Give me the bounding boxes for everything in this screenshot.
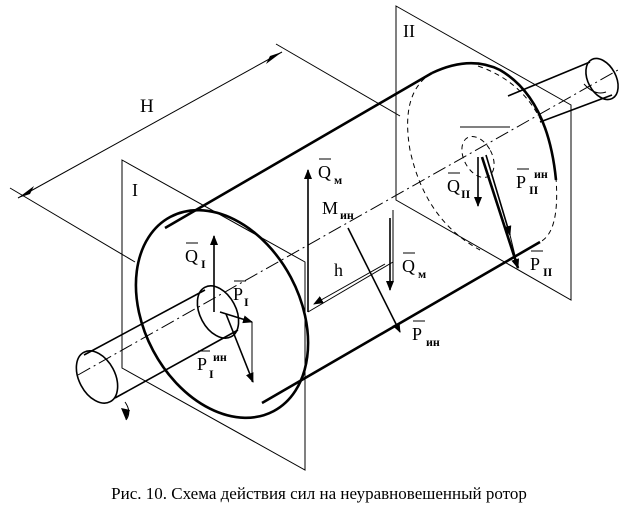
rotation-axis bbox=[77, 69, 619, 376]
label-p-2-in-sub: II bbox=[529, 183, 539, 197]
label-q-1-sub: I bbox=[201, 257, 206, 271]
p-2-in-arrow bbox=[480, 156, 520, 269]
p-1-in-arrow bbox=[225, 313, 254, 383]
extension-line-left bbox=[9, 187, 136, 263]
section-line-bottom bbox=[307, 261, 394, 313]
p-1-arrow bbox=[219, 311, 253, 324]
label-p-in: P bbox=[412, 324, 422, 344]
label-plane-2: II bbox=[403, 21, 415, 41]
label-m-in: M bbox=[322, 198, 338, 218]
label-plane-1: I bbox=[132, 180, 138, 200]
label-h-big: H bbox=[140, 96, 154, 117]
extension-line-right bbox=[275, 43, 401, 117]
plane-2 bbox=[395, 5, 572, 301]
label-q-2-sub: II bbox=[461, 187, 471, 201]
label-p-1-in-sub: I bbox=[209, 367, 214, 381]
label-p-2-in-sup: ин bbox=[534, 167, 548, 181]
dimension-line-h bbox=[17, 51, 283, 199]
shaft-hole-left bbox=[196, 285, 240, 339]
label-h: h bbox=[334, 260, 343, 280]
label-q-m-top: Q bbox=[318, 162, 331, 182]
p-2-arrow bbox=[485, 154, 512, 236]
label-p-2-sub: II bbox=[543, 265, 553, 279]
label-p-in-sub: ин bbox=[426, 335, 440, 349]
label-q-m-bottom: Q bbox=[402, 256, 415, 276]
label-q-1: Q bbox=[185, 246, 198, 266]
label-p-1-in: P bbox=[197, 354, 207, 374]
label-q-m-top-sub: м bbox=[334, 173, 342, 187]
rotor-disc bbox=[134, 61, 558, 420]
rotor-force-diagram: H I II Q м M ин h Q м P ин Q I P I P I и… bbox=[9, 5, 619, 471]
label-p-2-in: P bbox=[516, 172, 526, 192]
left-shaft bbox=[75, 289, 239, 421]
label-p-2: P bbox=[530, 254, 540, 274]
label-q-2: Q bbox=[447, 176, 460, 196]
h-arrow bbox=[313, 263, 386, 305]
label-m-in-sub: ин bbox=[340, 208, 354, 222]
plane-1 bbox=[121, 159, 306, 471]
label-p-1-in-sup: ин bbox=[213, 350, 227, 364]
figure-caption: Рис. 10. Схема действия сил на неуравнов… bbox=[111, 484, 527, 503]
p-in-arrow bbox=[347, 227, 401, 333]
label-p-1-sub: I bbox=[244, 295, 249, 309]
label-p-1: P bbox=[233, 284, 243, 304]
right-shaft bbox=[507, 57, 619, 123]
label-q-m-bottom-sub: м bbox=[418, 267, 426, 281]
